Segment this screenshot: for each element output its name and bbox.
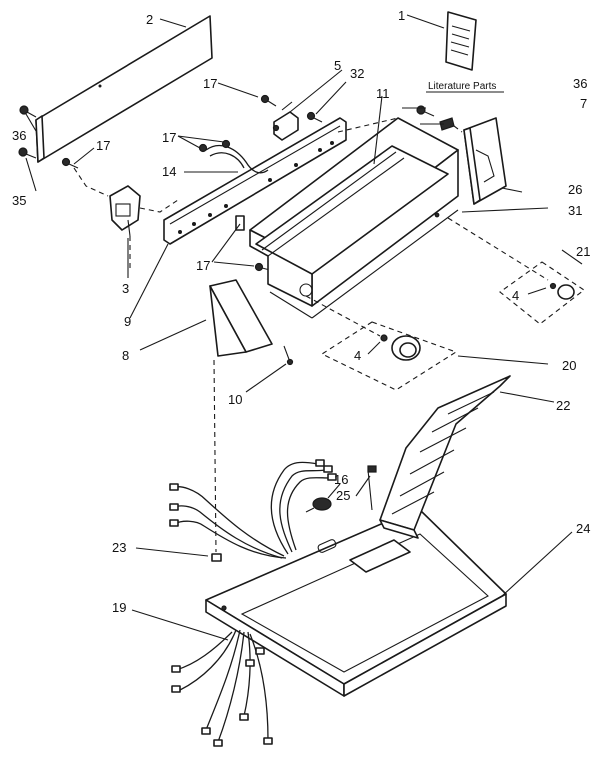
screw-17-mid <box>254 262 271 272</box>
console-end-cap <box>463 117 507 205</box>
callout-20: 20 <box>562 358 576 373</box>
callout-36-right: 36 <box>573 76 587 91</box>
screw-10 <box>283 345 294 366</box>
callout-4-left: 4 <box>354 348 361 363</box>
timer-switch <box>109 185 141 237</box>
screw-17-upper-a <box>198 143 208 153</box>
control-bracket <box>163 117 347 245</box>
callout-11: 11 <box>376 86 390 101</box>
screw-17-top <box>260 94 277 107</box>
dryer-top-panel <box>205 507 507 697</box>
knob-kit-21 <box>499 261 585 325</box>
signal-buzzer <box>272 101 299 141</box>
callout-9: 9 <box>124 314 131 329</box>
callout-4-right: 4 <box>512 288 519 303</box>
screw-32 <box>306 111 323 123</box>
knob-cover <box>209 279 273 357</box>
callout-3: 3 <box>122 281 129 296</box>
wire-harness-19 <box>171 629 273 747</box>
callout-17-top: 17 <box>203 76 217 91</box>
literature-booklet <box>445 11 477 71</box>
rear-console-panel <box>35 15 213 163</box>
callout-7: 7 <box>580 96 587 111</box>
clip-23 <box>211 553 222 562</box>
screw-17-left <box>61 157 79 169</box>
wire-harness-upper <box>169 459 337 559</box>
callout-17-mid: 17 <box>196 258 210 273</box>
callout-10: 10 <box>228 392 242 407</box>
callout-23: 23 <box>112 540 126 555</box>
callout-24: 24 <box>576 521 590 536</box>
callout-14: 14 <box>162 164 176 179</box>
lint-duct-cover <box>379 375 511 539</box>
screw-17-upper-b <box>221 139 231 149</box>
callout-2: 2 <box>146 12 153 27</box>
callout-16: 16 <box>334 472 348 487</box>
callout-26: 26 <box>568 182 582 197</box>
callout-36-left: 36 <box>12 128 26 143</box>
callout-17-left: 17 <box>96 138 110 153</box>
callout-35: 35 <box>12 193 26 208</box>
callout-5: 5 <box>334 58 341 73</box>
callout-32: 32 <box>350 66 364 81</box>
literature-caption: Literature Parts <box>428 81 496 92</box>
thermal-switch <box>305 465 377 513</box>
knob-kit-20 <box>320 321 458 391</box>
callout-17-upper: 17 <box>162 130 176 145</box>
screw-35 <box>18 147 37 159</box>
callout-31: 31 <box>568 203 582 218</box>
callout-22: 22 <box>556 398 570 413</box>
callout-8: 8 <box>122 348 129 363</box>
screw-36-left <box>19 105 37 118</box>
control-console <box>249 117 459 319</box>
callout-1: 1 <box>398 8 405 23</box>
callout-19: 19 <box>112 600 126 615</box>
callout-21: 21 <box>576 244 590 259</box>
callout-labels: 1 2 5 32 17 11 36 7 36 17 17 14 35 26 31… <box>12 8 590 615</box>
leader-lines <box>25 14 583 641</box>
callout-25: 25 <box>336 488 350 503</box>
